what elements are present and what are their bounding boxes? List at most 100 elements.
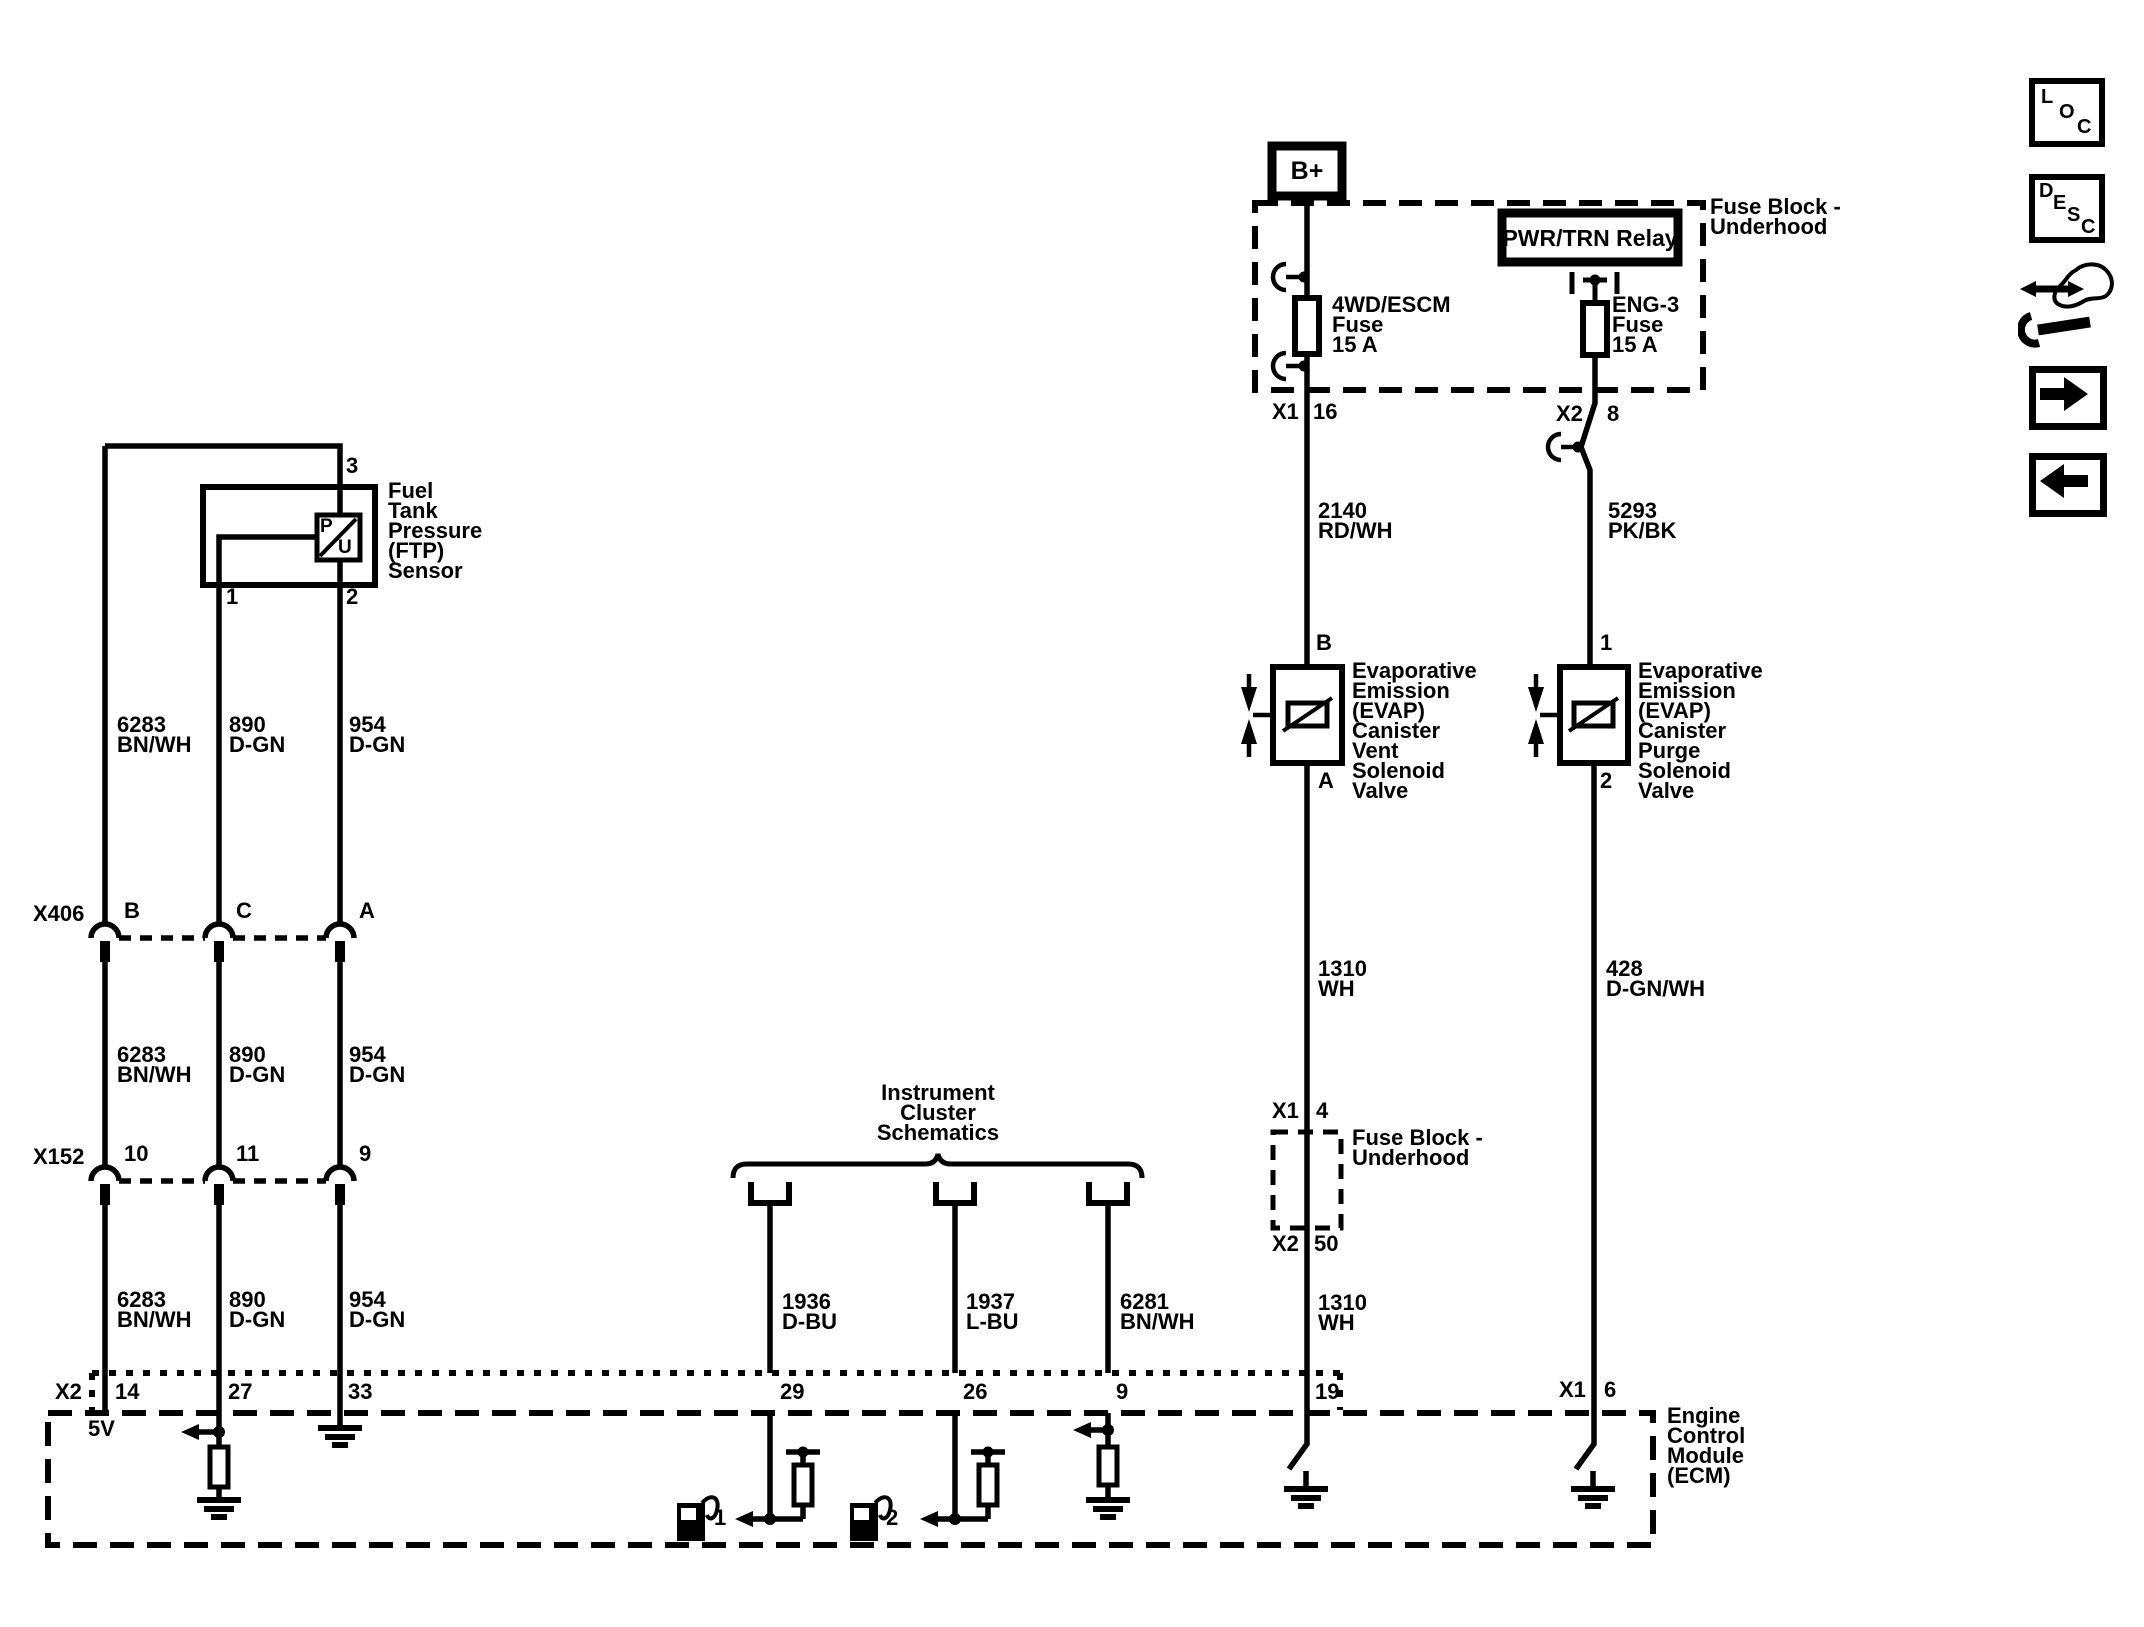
ecm-pin6: 6 xyxy=(1604,1377,1617,1402)
x406-pin-c: C xyxy=(236,898,252,923)
loc-icon: L O C xyxy=(2035,84,2099,141)
vent-pin-a-label: A xyxy=(1318,768,1334,793)
fuel-pump-icon-2 xyxy=(850,1495,893,1541)
wire-1310-label-upper: 1310 WH xyxy=(1318,956,1367,1001)
x152-pin-9: 9 xyxy=(359,1141,372,1166)
fuel-gauge-2-label: 2 xyxy=(886,1505,899,1530)
evap-purge-label: Evaporative Emission (EVAP) Canister Pur… xyxy=(1638,658,1763,803)
ecm-box xyxy=(45,1410,1656,1548)
fuse-block-underhood-label: Fuse Block - Underhood xyxy=(1710,194,1841,239)
wire-6281-label: 6281 BN/WH xyxy=(1120,1289,1195,1334)
cluster-connector-symbols xyxy=(748,1182,1130,1206)
ecm-pin19: 19 xyxy=(1315,1379,1340,1404)
fuse-terminal-hooks-left xyxy=(1270,261,1310,382)
ecm-pin9-circuit xyxy=(1073,1413,1130,1520)
ecm-x1-label: X1 xyxy=(1559,1377,1586,1402)
purge-pin-1-label: 1 xyxy=(1600,630,1613,655)
evap-purge-valve-icon xyxy=(1528,674,1560,757)
fuse-pin16-label: 16 xyxy=(1313,399,1338,424)
transducer-p-letter: P xyxy=(320,516,333,537)
mid-fb-pin50-label: 50 xyxy=(1314,1231,1339,1256)
sensor-pin2-label: 2 xyxy=(346,584,359,609)
wire-sensor-top-loop xyxy=(105,443,343,515)
mid-fb-x2-label: X2 xyxy=(1272,1231,1299,1256)
evap-vent-label: Evaporative Emission (EVAP) Canister Ven… xyxy=(1352,658,1477,803)
evap-vent-valve-icon xyxy=(1241,674,1273,757)
ecm-pin14: 14 xyxy=(115,1379,140,1404)
loc-button[interactable]: L O C xyxy=(2029,78,2105,147)
evap-purge-solenoid-coil xyxy=(1567,696,1620,733)
ecm-pin26: 26 xyxy=(963,1379,988,1404)
instrument-cluster-label: Instrument Cluster Schematics xyxy=(876,1080,1000,1145)
ecm-pin19-ground xyxy=(1284,1413,1328,1509)
ecm-x2-label: X2 xyxy=(55,1379,82,1404)
desc-letter: S xyxy=(2067,204,2081,226)
sensor-pin1-label: 1 xyxy=(226,584,239,609)
mid-fb-x1-label: X1 xyxy=(1272,1098,1299,1123)
fuse-eng3-label: ENG-3 Fuse 15 A xyxy=(1612,292,1680,357)
fuse-4wd-escm-symbol xyxy=(1292,295,1322,357)
desc-button[interactable]: D E S C xyxy=(2029,174,2105,243)
vent-pin-b-label: B xyxy=(1316,630,1332,655)
cluster-brace xyxy=(730,1153,1145,1179)
ecm-pin29-circuit xyxy=(735,1413,820,1527)
desc-letter: D xyxy=(2039,180,2054,202)
loc-letter: C xyxy=(2077,116,2092,138)
pwr-trn-relay-label: PWR/TRN Relay xyxy=(1502,224,1678,251)
battery-feed-label: B+ xyxy=(1290,157,1324,185)
transducer-u-letter: U xyxy=(338,537,352,558)
fuse-x1-label: X1 xyxy=(1272,399,1299,424)
wire-eng3-down xyxy=(1578,355,1598,667)
wire-954-label-3: 954 D-GN xyxy=(349,1287,406,1332)
x152-pin-11: 11 xyxy=(236,1141,260,1166)
forward-button[interactable] xyxy=(2029,366,2107,430)
fuse-eng3-symbol xyxy=(1580,300,1610,358)
wire-1937-label: 1937 L-BU xyxy=(966,1289,1019,1334)
ecm-pin33: 33 xyxy=(348,1379,373,1404)
ecm-pin26-circuit xyxy=(920,1413,1005,1527)
connector-x152-label: X152 xyxy=(33,1144,85,1169)
wire-1310-label-lower: 1310 WH xyxy=(1318,1290,1367,1335)
repair-instructions-icon[interactable] xyxy=(2018,258,2123,353)
fuse-x2-label: X2 xyxy=(1556,401,1583,426)
desc-letter: E xyxy=(2053,192,2067,214)
pwr-trn-relay-box xyxy=(1497,208,1683,267)
connector-x406 xyxy=(88,921,357,962)
wire-890-label-1: 890 D-GN xyxy=(229,712,286,757)
ecm-pin9: 9 xyxy=(1116,1379,1129,1404)
ecm-pin6-ground xyxy=(1571,1413,1615,1509)
fuse-block-underhood-box xyxy=(1252,200,1706,393)
ecm-pin29: 29 xyxy=(780,1379,805,1404)
wire-890-label-2: 890 D-GN xyxy=(229,1042,286,1087)
wire-6283-label-1: 6283 BN/WH xyxy=(117,712,192,757)
wire-6283-label-3: 6283 BN/WH xyxy=(117,1287,192,1332)
fuse-block-mid-label: Fuse Block - Underhood xyxy=(1352,1125,1483,1170)
connector-x152 xyxy=(88,1164,357,1205)
wire-2140-label: 2140 RD/WH xyxy=(1318,498,1393,543)
ftp-sensor-label: Fuel Tank Pressure (FTP) Sensor xyxy=(388,478,483,583)
x406-pin-b: B xyxy=(124,898,140,923)
loc-letter: L xyxy=(2041,86,2054,108)
arrow-right-icon xyxy=(2040,377,2088,411)
wire-890-label-3: 890 D-GN xyxy=(229,1287,286,1332)
back-button[interactable] xyxy=(2029,453,2107,517)
ecm-pin33-ground xyxy=(318,1413,362,1448)
mid-fb-pin4-label: 4 xyxy=(1316,1098,1329,1123)
fuel-gauge-1-label: 1 xyxy=(714,1505,727,1530)
wire-954-label-2: 954 D-GN xyxy=(349,1042,406,1087)
evap-vent-solenoid-coil xyxy=(1281,696,1334,733)
fuse-4wd-escm-label: 4WD/ESCM Fuse 15 A xyxy=(1332,292,1451,357)
wire-1936-label: 1936 D-BU xyxy=(782,1289,837,1334)
relay-terminal-symbol xyxy=(1569,272,1620,303)
purge-pin-2-label: 2 xyxy=(1600,768,1613,793)
wire-890-dgn xyxy=(216,534,317,1413)
fuse-pin8-label: 8 xyxy=(1607,401,1620,426)
sensor-pin3-label: 3 xyxy=(346,453,359,478)
ecm-label: Engine Control Module (ECM) xyxy=(1667,1403,1746,1488)
x406-pin-a: A xyxy=(359,898,375,923)
wire-6283-label-2: 6283 BN/WH xyxy=(117,1042,192,1087)
desc-icon: D E S C xyxy=(2035,180,2099,237)
fuse-block-mid-box xyxy=(1270,1129,1344,1231)
x152-pin-10: 10 xyxy=(124,1141,149,1166)
